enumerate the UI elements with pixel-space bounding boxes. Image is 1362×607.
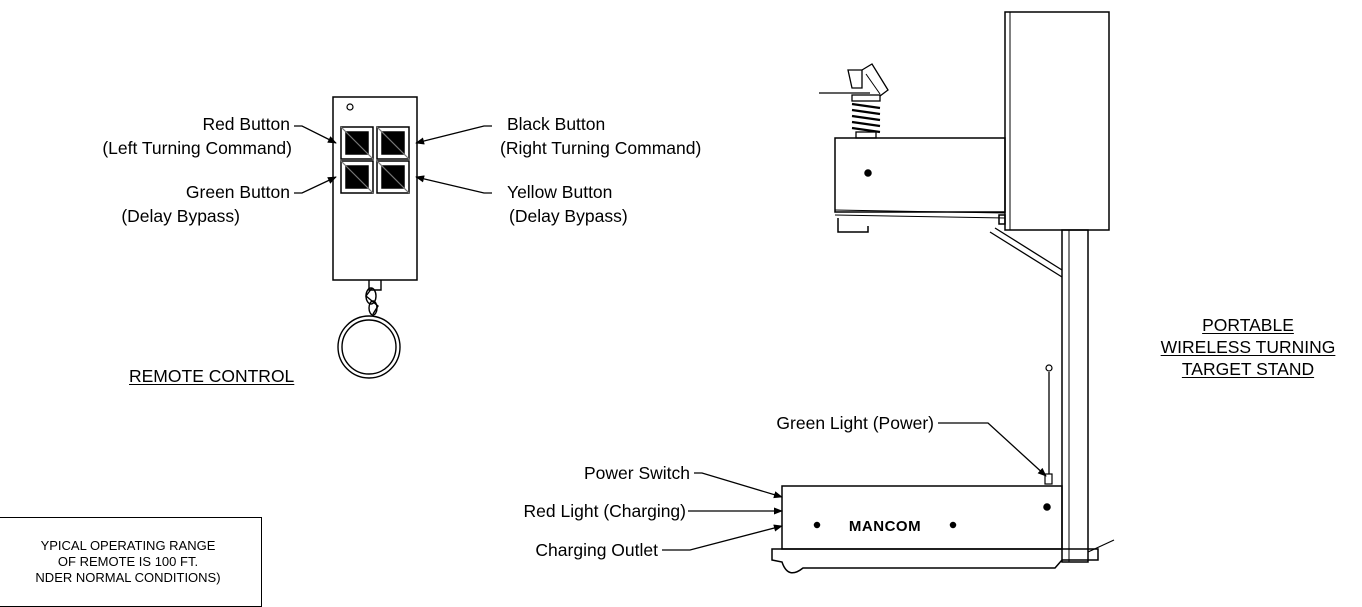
note-line-1: YPICAL OPERATING RANGE	[40, 538, 216, 553]
black-button-description: (Right Turning Command)	[500, 138, 702, 158]
red-button-shape	[340, 126, 374, 160]
green-light-label: Green Light (Power)	[776, 413, 934, 433]
red-button-description: (Left Turning Command)	[102, 138, 292, 158]
key-chain	[337, 280, 401, 379]
vertical-post	[1061, 229, 1089, 563]
remote-control-drawing	[294, 96, 492, 379]
red-button-label: Red Button	[202, 114, 290, 134]
base-foot	[771, 548, 1099, 574]
key-ring	[337, 315, 401, 379]
remote-control-caption: REMOTE CONTROL	[129, 366, 295, 386]
yellow-button-description: (Delay Bypass)	[509, 206, 628, 226]
brand-logo-text: MANCOM	[848, 518, 922, 535]
green-button-description: (Delay Bypass)	[121, 206, 240, 226]
remote-body	[332, 96, 418, 281]
spring-clamp	[819, 63, 889, 139]
stand-caption-line-3: TARGET STAND	[1181, 359, 1315, 379]
note-line-3: NDER NORMAL CONDITIONS)	[35, 570, 221, 585]
black-button-shape	[376, 126, 410, 160]
note-line-2: OF REMOTE IS 100 FT.	[57, 554, 199, 569]
stand-caption-line-1: PORTABLE	[1202, 315, 1294, 335]
yellow-button-shape	[376, 160, 410, 194]
green-button-label: Green Button	[185, 182, 290, 202]
green-button-shape	[340, 160, 374, 194]
target-board	[1004, 11, 1110, 231]
upper-housing	[834, 137, 1006, 213]
remote-led	[346, 103, 354, 111]
target-stand-drawing	[662, 11, 1115, 574]
power-switch-label: Power Switch	[583, 463, 690, 483]
red-light-label: Red Light (Charging)	[523, 501, 686, 521]
black-button-label: Black Button	[507, 114, 606, 134]
yellow-button-label: Yellow Button	[507, 182, 613, 202]
operating-range-note: YPICAL OPERATING RANGE OF REMOTE IS 100 …	[0, 517, 262, 607]
stand-caption-line-2: WIRELESS TURNING	[1160, 337, 1336, 357]
green-light-shape	[1044, 473, 1053, 485]
charging-outlet-label: Charging Outlet	[535, 540, 658, 560]
